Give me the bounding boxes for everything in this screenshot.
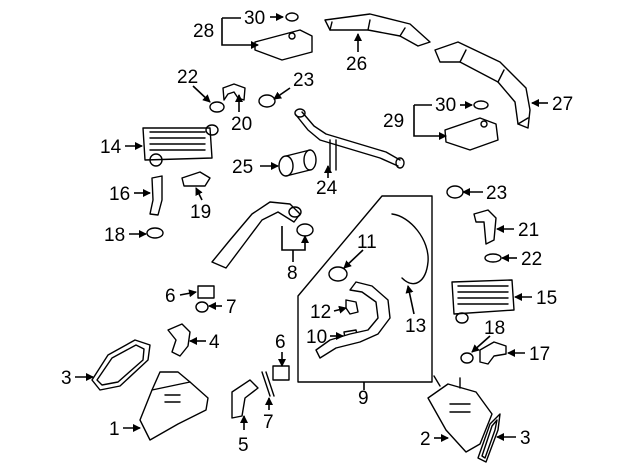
callout-13: 13 — [405, 316, 426, 337]
hose-8 — [211, 201, 314, 269]
seal-ring-upper — [285, 12, 299, 22]
assembly-box-9 — [297, 195, 433, 383]
pipe-assembly-24 — [294, 108, 405, 171]
hose-5 — [231, 379, 259, 419]
fitting-12 — [345, 299, 359, 315]
callout-27: 27 — [552, 94, 573, 115]
callout-28: 28 — [193, 21, 214, 42]
callout-30-top: 30 — [244, 8, 265, 29]
cover-upper — [254, 29, 313, 61]
clamp-7-bottom — [261, 371, 275, 397]
callout-23-upper: 23 — [293, 70, 314, 91]
air-box-right — [427, 375, 493, 453]
callout-5: 5 — [238, 435, 249, 456]
callout-24: 24 — [316, 178, 338, 199]
callout-10: 10 — [306, 327, 327, 348]
callout-4: 4 — [209, 332, 220, 353]
clamp-11 — [328, 266, 348, 282]
sleeve-6-bottom — [272, 365, 290, 381]
callout-18-left: 18 — [104, 225, 125, 246]
callout-6-left: 6 — [165, 286, 176, 307]
clamp-22-right — [484, 253, 502, 263]
air-box-left — [139, 371, 209, 441]
gasket-right — [477, 413, 501, 463]
callout-22-upper: 22 — [177, 67, 198, 88]
callout-23-right: 23 — [486, 183, 507, 204]
callout-22-right: 22 — [521, 249, 542, 270]
callout-15: 15 — [536, 288, 557, 309]
hose-25 — [278, 149, 317, 177]
callout-7-left: 7 — [226, 297, 237, 318]
callout-26: 26 — [346, 54, 367, 75]
pipe-4 — [167, 323, 191, 357]
callout-25: 25 — [232, 157, 253, 178]
callout-3-right: 3 — [520, 428, 531, 449]
pipe-16 — [149, 175, 163, 216]
hose-21 — [473, 209, 497, 245]
clamp-23-upper — [258, 94, 276, 108]
gasket-left — [91, 339, 151, 391]
callout-8: 8 — [287, 263, 298, 284]
hose-20 — [222, 83, 246, 101]
callout-12: 12 — [310, 302, 331, 323]
callout-20: 20 — [231, 114, 252, 135]
callout-3-left: 3 — [61, 368, 72, 389]
callout-14: 14 — [100, 137, 122, 158]
clamp-22-upper — [209, 101, 225, 113]
intercooler-right — [451, 279, 515, 324]
seal-ring-right — [473, 100, 489, 110]
callout-1: 1 — [109, 419, 120, 440]
cover-right — [444, 117, 499, 151]
clamp-18-right — [460, 352, 474, 364]
hose-17 — [479, 341, 507, 365]
clamp-7-left — [195, 301, 209, 313]
callout-9: 9 — [358, 388, 369, 409]
callout-18-right: 18 — [484, 318, 505, 339]
hose-13 — [391, 213, 429, 285]
callout-labels: 30 28 26 27 22 23 20 29 30 14 25 24 16 1… — [61, 8, 573, 456]
clamp-23-right — [446, 185, 464, 199]
callout-30-right: 30 — [435, 95, 456, 116]
callout-29: 29 — [383, 111, 404, 132]
air-duct-right — [434, 41, 531, 129]
air-duct-upper — [324, 13, 431, 47]
callout-11: 11 — [357, 232, 377, 253]
callout-19: 19 — [190, 202, 211, 223]
callout-16: 16 — [109, 184, 130, 205]
callout-7-bottom: 7 — [263, 412, 274, 433]
fitting-19 — [181, 171, 211, 187]
intercooler-left — [142, 124, 219, 167]
clamp-18-left — [146, 227, 164, 239]
callout-17: 17 — [529, 344, 550, 365]
callout-2: 2 — [420, 429, 431, 450]
leader-lines — [75, 13, 548, 442]
callout-21: 21 — [518, 220, 539, 241]
callout-6-bottom: 6 — [275, 332, 286, 353]
sleeve-6-left — [197, 285, 215, 299]
